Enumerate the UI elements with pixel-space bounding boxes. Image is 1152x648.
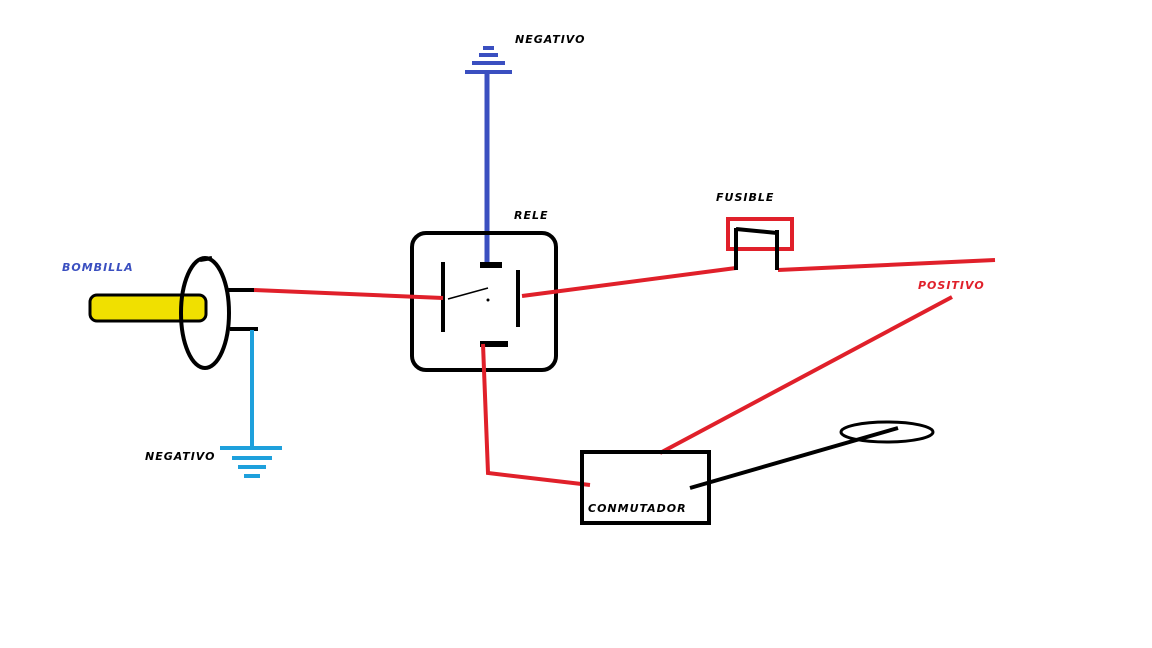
ground-symbol-bottom-icon (220, 330, 282, 478)
bulb-icon (88, 256, 258, 370)
ground-symbol-top-icon (465, 46, 512, 262)
fuse-icon (726, 217, 794, 270)
negativo-top-label: NEGATIVO (515, 33, 585, 46)
rele-label: RELE (514, 209, 549, 222)
negativo-bottom-label: NEGATIVO (145, 450, 215, 463)
bombilla-label: BOMBILLA (62, 261, 134, 274)
positive-wiring (252, 258, 996, 487)
lever-icon (689, 420, 935, 490)
positivo-label: POSITIVO (918, 279, 985, 292)
conmutador-label: CONMUTADOR (588, 502, 687, 515)
switch-icon (580, 450, 711, 525)
fusible-label: FUSIBLE (716, 191, 774, 204)
